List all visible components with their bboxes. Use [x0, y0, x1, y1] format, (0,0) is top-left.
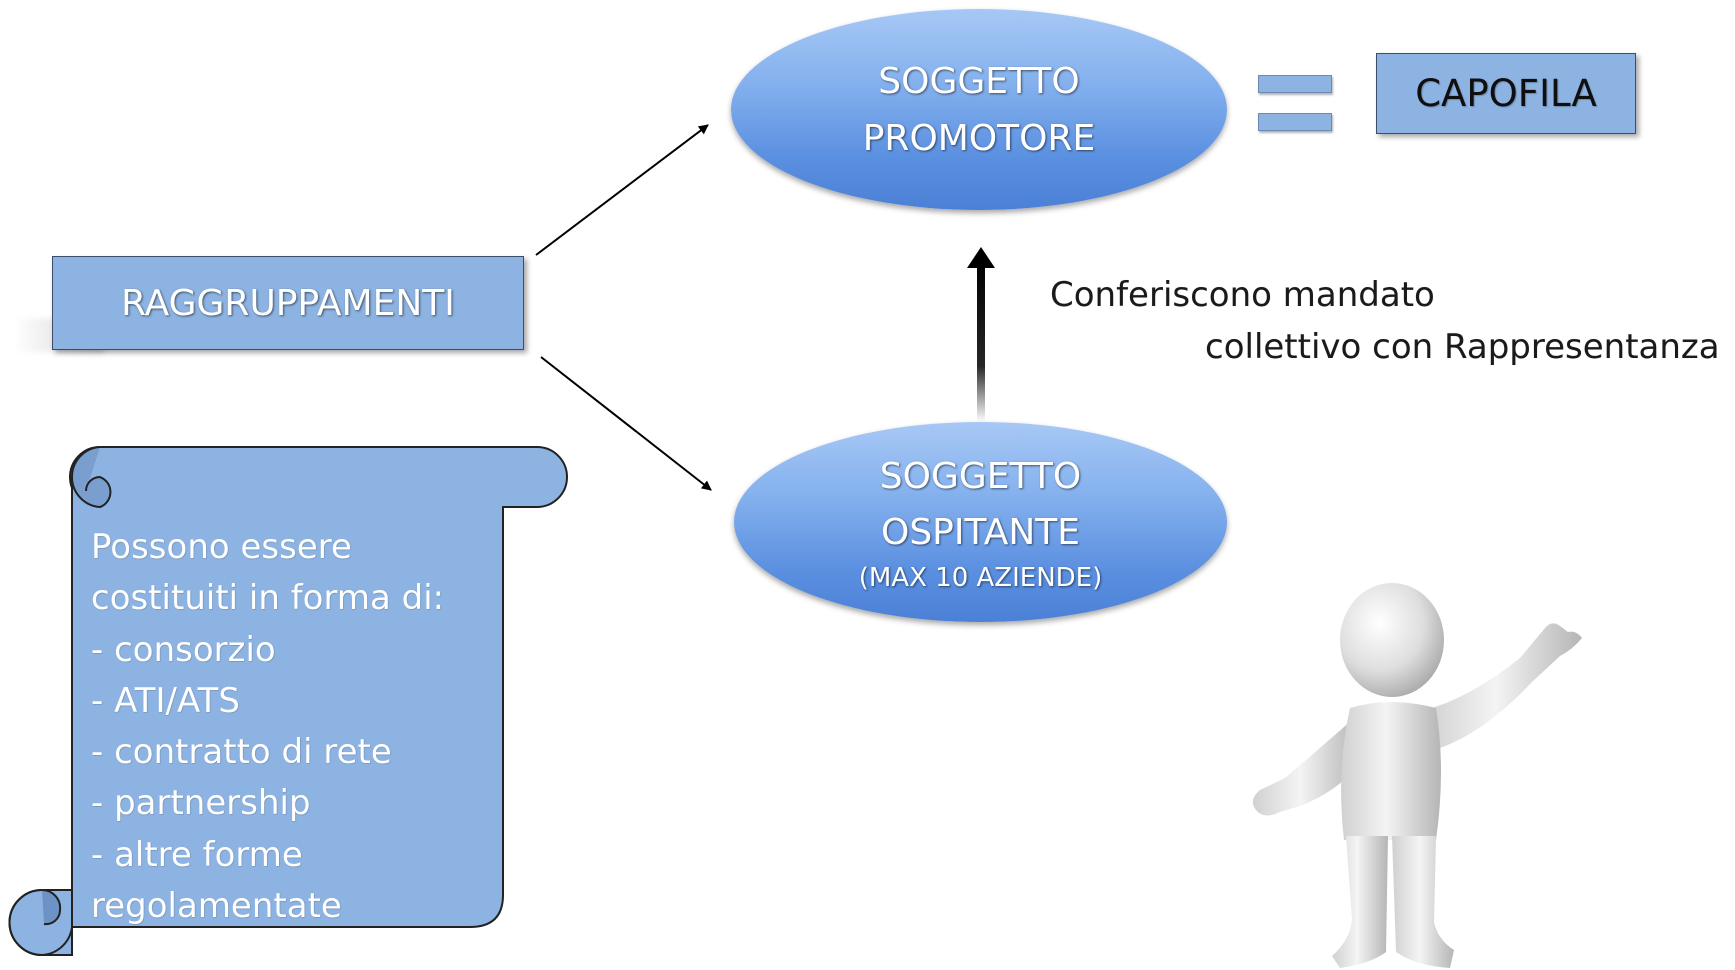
mandate-caption-line2: collettivo con Rappresentanza [1205, 327, 1720, 367]
ospitante-line1: SOGGETTO [879, 456, 1082, 497]
capofila-label: CAPOFILA [1415, 72, 1597, 115]
promotore-line1: SOGGETTO [878, 60, 1080, 102]
scroll-line: - altre forme [91, 834, 303, 875]
scroll-shape [8, 446, 568, 957]
scroll-line: - contratto di rete [91, 732, 392, 773]
scroll-line: - ATI/ATS [91, 680, 240, 721]
node-soggetto-promotore: SOGGETTO PROMOTORE [731, 9, 1227, 210]
arrow-to-ospitante [540, 356, 712, 491]
scroll-line: Possono essere [91, 527, 352, 567]
arrow-to-promotore [535, 124, 709, 256]
node-raggruppamenti: RAGGRUPPAMENTI [52, 256, 524, 350]
scroll-text: Possono essere costituiti in forma di: -… [91, 522, 444, 932]
mandate-caption-line1: Conferiscono mandato [1050, 275, 1435, 315]
ospitante-line2: OSPITANTE [880, 512, 1080, 553]
node-soggetto-ospitante: SOGGETTO OSPITANTE (MAX 10 AZIENDE) [734, 422, 1227, 622]
3d-person-presenting-icon [1252, 583, 1582, 968]
promotore-line2: PROMOTORE [862, 117, 1096, 159]
ospitante-sub: (MAX 10 AZIENDE) [858, 563, 1103, 593]
scroll-line: - consorzio [91, 629, 276, 670]
scroll-line: regolamentate [91, 886, 342, 927]
equals-sign-icon [1258, 75, 1332, 135]
node-capofila: CAPOFILA [1376, 53, 1636, 134]
raggruppamenti-label: RAGGRUPPAMENTI [121, 282, 455, 324]
scroll-line: - partnership [91, 783, 311, 824]
scroll-line: costituiti in forma di: [91, 578, 445, 619]
mandate-arrow [967, 247, 995, 422]
